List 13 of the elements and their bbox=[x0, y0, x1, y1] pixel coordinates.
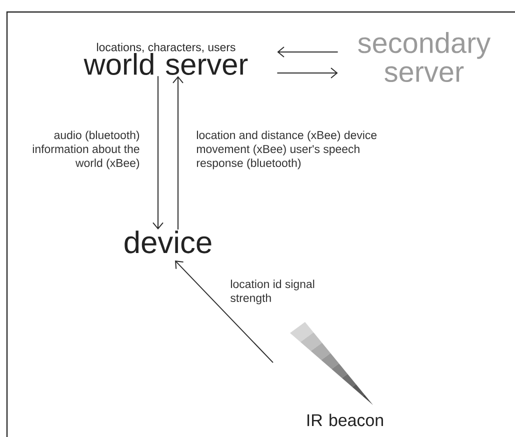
edge-label: location and distance (xBee) device movement (xBee) user's speech response (bluetooth) bbox=[196, 130, 377, 170]
edge-label: audio (bluetooth) information about the world (xBee) bbox=[32, 130, 140, 170]
arrow bbox=[175, 260, 274, 364]
edge-label: location id signal strength bbox=[230, 280, 314, 304]
node-label: locations, characters, users bbox=[97, 42, 236, 53]
arrow bbox=[152, 76, 164, 230]
node-label: device bbox=[124, 230, 212, 254]
node-label: secondary server bbox=[358, 32, 491, 82]
arrow bbox=[277, 46, 338, 58]
node-label: world server bbox=[84, 53, 248, 75]
arrow bbox=[172, 76, 184, 230]
arrow bbox=[276, 68, 338, 78]
node-label: IR beacon bbox=[308, 414, 383, 426]
